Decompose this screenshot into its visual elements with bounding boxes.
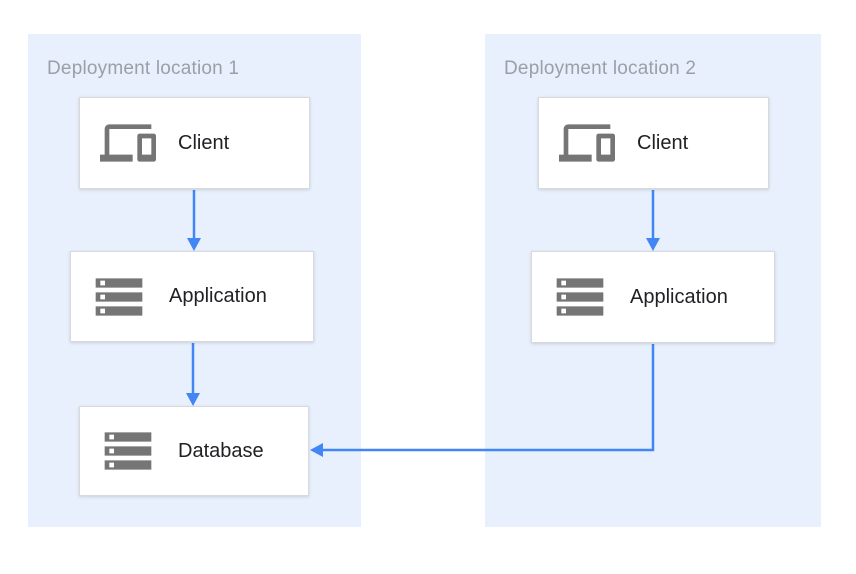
node-label: Client bbox=[178, 131, 230, 154]
devices-icon bbox=[559, 115, 615, 171]
node-application-2: Application bbox=[531, 251, 775, 343]
node-label: Application bbox=[630, 285, 728, 308]
node-client-1: Client bbox=[79, 97, 310, 189]
node-application-1: Application bbox=[70, 251, 314, 342]
node-client-2: Client bbox=[538, 97, 769, 189]
zone-label: Deployment location 2 bbox=[504, 58, 697, 79]
node-database-1: Database bbox=[79, 406, 309, 496]
zone-label: Deployment location 1 bbox=[47, 58, 240, 79]
server-stack-icon bbox=[552, 269, 608, 325]
node-label: Application bbox=[169, 285, 267, 307]
node-label: Database bbox=[178, 439, 264, 462]
node-label: Client bbox=[637, 131, 689, 154]
devices-icon bbox=[100, 115, 156, 171]
server-stack-icon bbox=[100, 423, 156, 479]
server-stack-icon bbox=[91, 269, 147, 325]
